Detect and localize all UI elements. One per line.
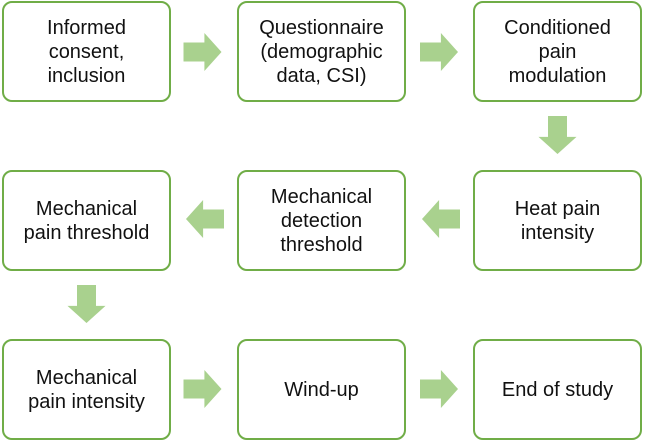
- arrow-left-icon: [422, 200, 460, 238]
- step-label: Mechanical pain intensity: [28, 366, 145, 413]
- step-end-of-study: End of study: [473, 339, 642, 440]
- step-mechanical-pain-threshold: Mechanical pain threshold: [2, 170, 171, 271]
- arrow-right-icon: [420, 370, 458, 408]
- step-label: Mechanical pain threshold: [23, 197, 150, 244]
- step-wind-up: Wind-up: [237, 339, 406, 440]
- step-heat-pain-intensity: Heat pain intensity: [473, 170, 642, 271]
- step-label: Questionnaire (demographic data, CSI): [259, 16, 384, 87]
- arrow-right-icon: [183, 370, 222, 408]
- step-label: Wind-up: [284, 378, 359, 401]
- step-mechanical-pain-intensity: Mechanical pain intensity: [2, 339, 171, 440]
- step-label: End of study: [501, 378, 614, 401]
- arrow-right-icon: [420, 33, 458, 71]
- arrow-down-icon: [538, 116, 577, 154]
- arrow-down-icon: [67, 285, 106, 323]
- arrow-right-icon: [183, 33, 222, 71]
- step-mechanical-detection-threshold: Mechanical detection threshold: [237, 170, 406, 271]
- step-label: Heat pain intensity: [514, 197, 601, 244]
- step-label: Conditioned pain modulation: [504, 16, 611, 87]
- step-label: Informed consent, inclusion: [47, 16, 126, 87]
- step-questionnaire: Questionnaire (demographic data, CSI): [237, 1, 406, 102]
- step-label: Mechanical detection threshold: [270, 185, 373, 256]
- step-conditioned-pain-modulation: Conditioned pain modulation: [473, 1, 642, 102]
- arrow-left-icon: [186, 200, 224, 238]
- step-informed-consent: Informed consent, inclusion: [2, 1, 171, 102]
